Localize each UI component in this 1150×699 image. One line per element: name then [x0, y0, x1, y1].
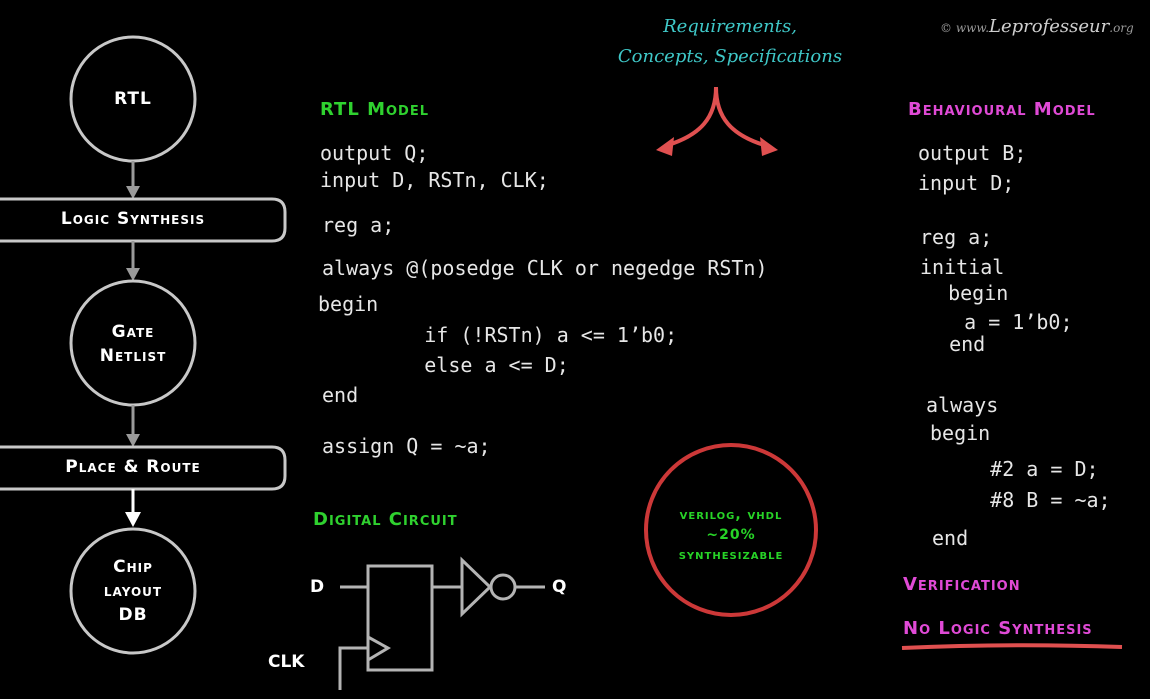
pin-clk-label: CLK	[268, 652, 305, 672]
digital-circuit-heading: Digital Circuit	[313, 509, 458, 530]
place-route-node	[0, 445, 287, 491]
behavioural-code-line: end	[932, 526, 969, 550]
requirements-line-1: Requirements,	[663, 16, 797, 37]
flip-flop-schematic	[338, 556, 545, 690]
rtl-code-line: output Q;	[320, 141, 429, 165]
chip-layout-node	[69, 527, 197, 655]
behavioural-code-line: a = 1’b0;	[928, 310, 1073, 334]
rtl-code-line: end	[322, 383, 359, 407]
stamp-text: verilog, vhdl ~20% synthesizable	[656, 505, 806, 565]
arrow-right-icon	[760, 137, 778, 156]
arrow-head-icon	[125, 512, 141, 527]
requirements-text: Requirements, Concepts, Specifications	[600, 12, 860, 72]
behavioural-model-heading: Behavioural Model	[908, 99, 1096, 120]
behavioural-code-line: #2 a = D;	[942, 457, 1099, 481]
arrow-left-icon	[656, 137, 674, 156]
rtl-code-line: always @(posedge CLK or negedge RSTn)	[322, 256, 768, 280]
requirements-fork-icon	[667, 86, 765, 147]
rtl-code-line: input D, RSTn, CLK;	[320, 168, 549, 192]
pin-d-label: D	[310, 577, 325, 597]
behavioural-code-line: output B;	[918, 141, 1027, 165]
stamp-line-3: synthesizable	[678, 547, 784, 563]
stamp-line-2: ~20%	[706, 527, 756, 543]
rtl-code-line: begin	[318, 292, 379, 316]
rtl-label: RTL	[114, 89, 152, 109]
watermark-prefix: © www.	[940, 21, 990, 35]
rtl-code-line: reg a;	[322, 213, 395, 237]
behavioural-code-line: begin	[924, 281, 1009, 305]
synthesizable-stamp	[644, 443, 818, 617]
behavioural-code-line: begin	[930, 421, 991, 445]
watermark-suffix: .org	[1109, 21, 1134, 35]
rtl-code-line: if (!RSTn) a <= 1’b0;	[352, 323, 678, 347]
arrow-head-icon	[126, 186, 140, 199]
arrow-head-icon	[126, 268, 140, 281]
behavioural-code-line: input D;	[918, 171, 1015, 195]
watermark-brand: Leprofesseur	[989, 16, 1110, 37]
stamp-line-1: verilog, vhdl	[679, 507, 783, 523]
pin-q-label: Q	[552, 577, 567, 597]
behavioural-code-line: end	[925, 332, 986, 356]
behavioural-code-line: #8 B = ~a;	[942, 488, 1111, 512]
behavioural-code-line: always	[926, 393, 999, 417]
behavioural-code-line: initial	[920, 255, 1005, 279]
chip-layout-label: Chip layout DB	[103, 557, 163, 625]
rtl-code-line: else a <= D;	[352, 353, 569, 377]
watermark: © www.Leprofesseur.org	[940, 16, 1134, 37]
rtl-code-line: assign Q = ~a;	[322, 434, 491, 458]
red-underline	[901, 643, 1123, 650]
logic-synthesis-node	[0, 197, 287, 243]
gate-netlist-label: Gate Netlist	[99, 322, 167, 366]
no-logic-synthesis-label: No Logic Synthesis	[903, 618, 1093, 639]
arrow-head-icon	[126, 434, 140, 447]
logic-synthesis-label: Logic Synthesis	[60, 209, 206, 229]
place-route-label: Place & Route	[65, 457, 201, 477]
requirements-line-2: Concepts, Specifications	[617, 46, 843, 67]
rtl-model-heading: RTL Model	[320, 99, 429, 120]
behavioural-code-line: reg a;	[920, 225, 993, 249]
verification-label: Verification	[903, 574, 1021, 595]
